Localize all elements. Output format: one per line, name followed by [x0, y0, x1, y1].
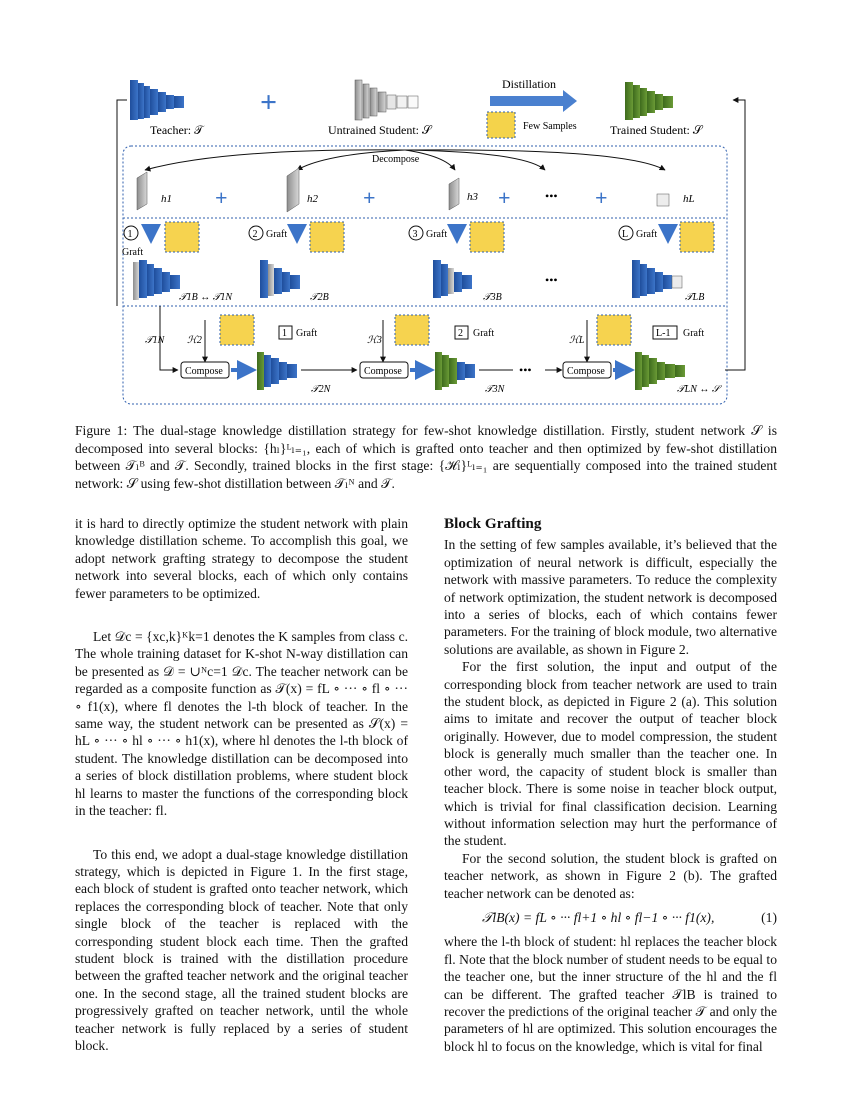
stage2-H-label: ℋ2 [187, 335, 202, 346]
few-samples-label: Few Samples [523, 121, 577, 132]
paragraph: For the first solution, the input and ou… [444, 659, 777, 849]
trained-student-label: Trained Student: 𝒮 [610, 123, 704, 137]
stage2-step-1: ℋ2 1 Graft Compose 𝒯2N [180, 314, 332, 395]
plus-icon: + [595, 185, 608, 210]
equation-1: 𝒯lB(x) = fL ∘ ··· fl+1 ∘ hl ∘ fl−1 ∘ ···… [444, 909, 777, 926]
step-marker: 2 [253, 229, 258, 240]
step-marker: 1 [128, 229, 133, 240]
block-h1-label: h1 [161, 193, 172, 205]
compose-label: Compose [185, 366, 223, 377]
graft-label: Graft [296, 328, 317, 339]
graft-label: Graft [266, 229, 287, 240]
block-hL-icon [656, 193, 670, 207]
stage1-label-L: 𝒯LB [685, 292, 704, 303]
graft-label: Graft [473, 328, 494, 339]
feedback-line-right [725, 97, 746, 371]
stage1-label-3: 𝒯3B [483, 292, 502, 303]
decompose-arc-5 [404, 149, 666, 171]
step-marker: 3 [413, 229, 418, 240]
untrained-student-label: Untrained Student: 𝒮 [328, 123, 433, 137]
block-h1-icon [136, 171, 148, 211]
stage1-step-3: 3 Graft 𝒯3B [408, 221, 505, 303]
stage2-step-2: ℋ3 2 Graft Compose 𝒯3N [359, 314, 506, 395]
stage2-flow-line-1 [159, 306, 179, 373]
graft-label: Graft [636, 229, 657, 240]
compose-label: Compose [364, 366, 402, 377]
stage2-bottom-label: 𝒯LN ↔ 𝒮 [677, 384, 723, 395]
paragraph: where the l-th block of student: hl repl… [444, 934, 777, 1054]
stage1-step-L: L Graft 𝒯LB [618, 221, 715, 303]
plus-icon: + [260, 86, 277, 119]
teacher-network-icon [130, 80, 184, 120]
distillation-label: Distillation [502, 77, 556, 91]
decompose-arc-4 [404, 149, 546, 171]
stage1-label-1: 𝒯1B ↔ 𝒯1N [179, 292, 233, 303]
decompose-arc-2 [296, 149, 406, 171]
section-heading: Block Grafting [444, 515, 542, 532]
plus-icon: + [363, 185, 376, 210]
block-h2-icon [286, 167, 300, 213]
paragraph: For the second solution, the student blo… [444, 850, 777, 901]
graft-label: Graft [426, 229, 447, 240]
graft-index: 1 [282, 328, 287, 339]
stage2-H-label: ℋL [569, 335, 585, 346]
graft-label: Graft [683, 328, 704, 339]
equation-body: 𝒯lB(x) = fL ∘ ··· fl+1 ∘ hl ∘ fl−1 ∘ ···… [482, 909, 715, 925]
trained-student-icon [625, 82, 673, 120]
stage2-left-label: 𝒯1N [145, 335, 166, 346]
decompose-arc-1 [144, 149, 406, 172]
block-hL-label: hL [683, 193, 695, 205]
compose-label: Compose [567, 366, 605, 377]
ellipsis: ••• [519, 363, 532, 377]
figure-caption: Figure 1: The dual-stage knowledge disti… [75, 423, 777, 491]
block-h2-label: h2 [307, 193, 319, 205]
stage1-step-1: 1 Graft 𝒯1B ↔ 𝒯1N [122, 221, 233, 303]
block-h3-label: h3 [467, 191, 479, 203]
feedback-line-left [116, 99, 127, 306]
paragraph: it is hard to directly optimize the stud… [75, 516, 408, 601]
paragraph: In the setting of few samples available,… [444, 537, 777, 657]
stage1-label-2: 𝒯2B [310, 292, 329, 303]
plus-icon: + [498, 185, 511, 210]
decompose-label: Decompose [372, 154, 420, 165]
figure-1: Teacher: 𝒯 + Untrained Student: 𝒮 Distil… [116, 77, 746, 405]
block-h3-icon [448, 177, 460, 211]
untrained-student-icon [354, 79, 419, 121]
graft-index: 2 [458, 328, 463, 339]
paragraph: Let 𝒟c = {xc,k}ᴷk=1 denotes the K sample… [75, 629, 408, 819]
stage2-step-L: ℋL L-1 Graft Compose 𝒯LN ↔ 𝒮 [562, 314, 723, 395]
step-marker: L [622, 229, 628, 240]
teacher-label: Teacher: 𝒯 [150, 123, 205, 137]
outer-panel [122, 145, 728, 405]
few-samples-icon [486, 111, 516, 139]
graft-label: Graft [122, 247, 143, 258]
stage1-step-2: 2 Graft 𝒯2B [248, 221, 345, 303]
ellipsis: ••• [545, 189, 558, 203]
stage2-bottom-label: 𝒯3N [485, 384, 506, 395]
distillation-arrow-icon [490, 90, 577, 112]
stage2-H-label: ℋ3 [367, 335, 382, 346]
graft-index: L-1 [656, 328, 670, 339]
left-column: it is hard to directly optimize the stud… [75, 515, 408, 1054]
paragraph: To this end, we adopt a dual-stage knowl… [75, 846, 408, 1053]
plus-icon: + [215, 185, 228, 210]
stage2-bottom-label: 𝒯2N [311, 384, 332, 395]
decompose-arc-3 [404, 149, 456, 171]
right-column: Block Grafting In the setting of few sam… [444, 515, 777, 1055]
equation-number: (1) [761, 909, 777, 925]
ellipsis: ••• [545, 273, 558, 287]
